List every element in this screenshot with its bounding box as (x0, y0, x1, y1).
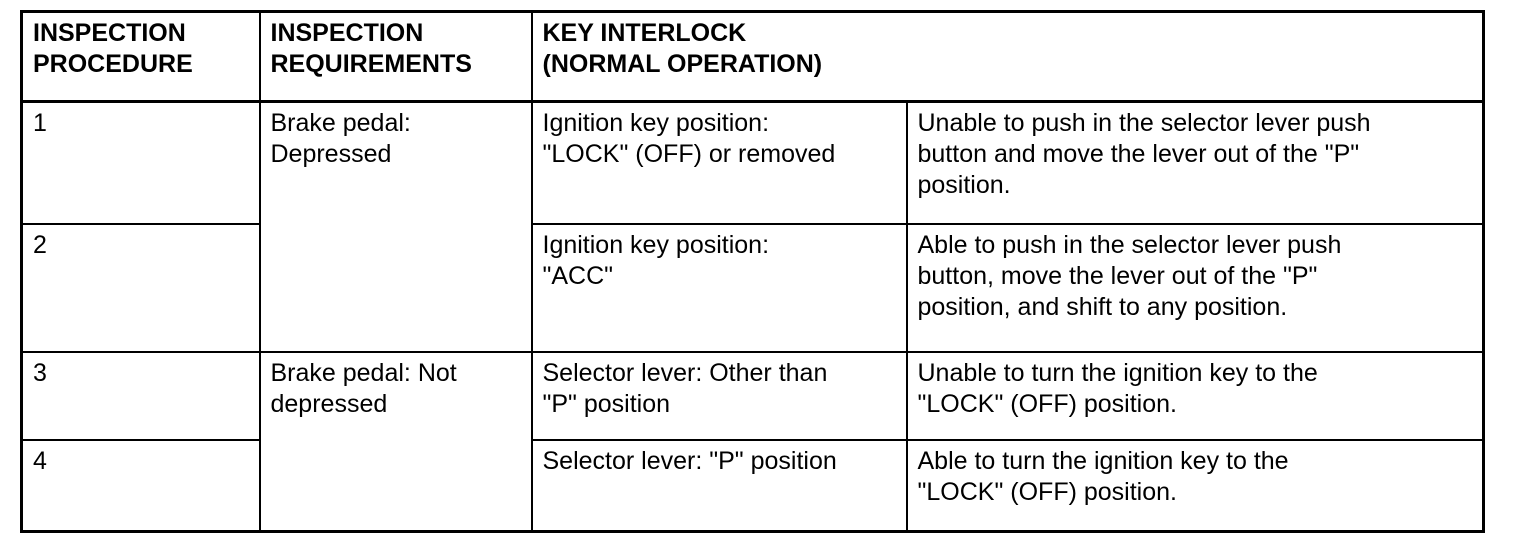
cell-condition: Selector lever: "P" position (530, 438, 908, 533)
cell-result: Unable to push in the selector lever pus… (905, 100, 1485, 225)
header-key-interlock: KEY INTERLOCK (NORMAL OPERATION) (530, 10, 1485, 103)
table-row: 3 Brake pedal: Not depressed Selector le… (20, 350, 1485, 533)
cell-condition: Ignition key position: "ACC" (530, 222, 908, 353)
key-interlock-inspection-table: INSPECTION PROCEDURE INSPECTION REQUIREM… (20, 10, 1485, 533)
cell-requirements: Brake pedal: Not depressed (258, 350, 533, 533)
header-inspection-procedure: INSPECTION PROCEDURE (20, 10, 261, 103)
header-inspection-requirements: INSPECTION REQUIREMENTS (258, 10, 533, 103)
cell-result: Unable to turn the ignition key to the "… (905, 350, 1485, 441)
cell-procedure: 2 (20, 222, 261, 353)
table-row: 2 Ignition key position: "ACC" Able to p… (20, 222, 1485, 353)
cell-condition: Ignition key position: "LOCK" (OFF) or r… (530, 100, 908, 225)
cell-result: Able to turn the ignition key to the "LO… (905, 438, 1485, 533)
cell-requirements: Brake pedal: Depressed (258, 100, 533, 353)
cell-result: Able to push in the selector lever push … (905, 222, 1485, 353)
cell-procedure: 4 (20, 438, 261, 533)
cell-procedure: 3 (20, 350, 261, 441)
cell-procedure: 1 (20, 100, 261, 225)
cell-condition: Selector lever: Other than "P" position (530, 350, 908, 441)
header-row: INSPECTION PROCEDURE INSPECTION REQUIREM… (20, 10, 1485, 103)
table-row: 4 Selector lever: "P" position Able to t… (20, 438, 1485, 533)
table-row: 1 Brake pedal: Depressed Ignition key po… (20, 100, 1485, 353)
